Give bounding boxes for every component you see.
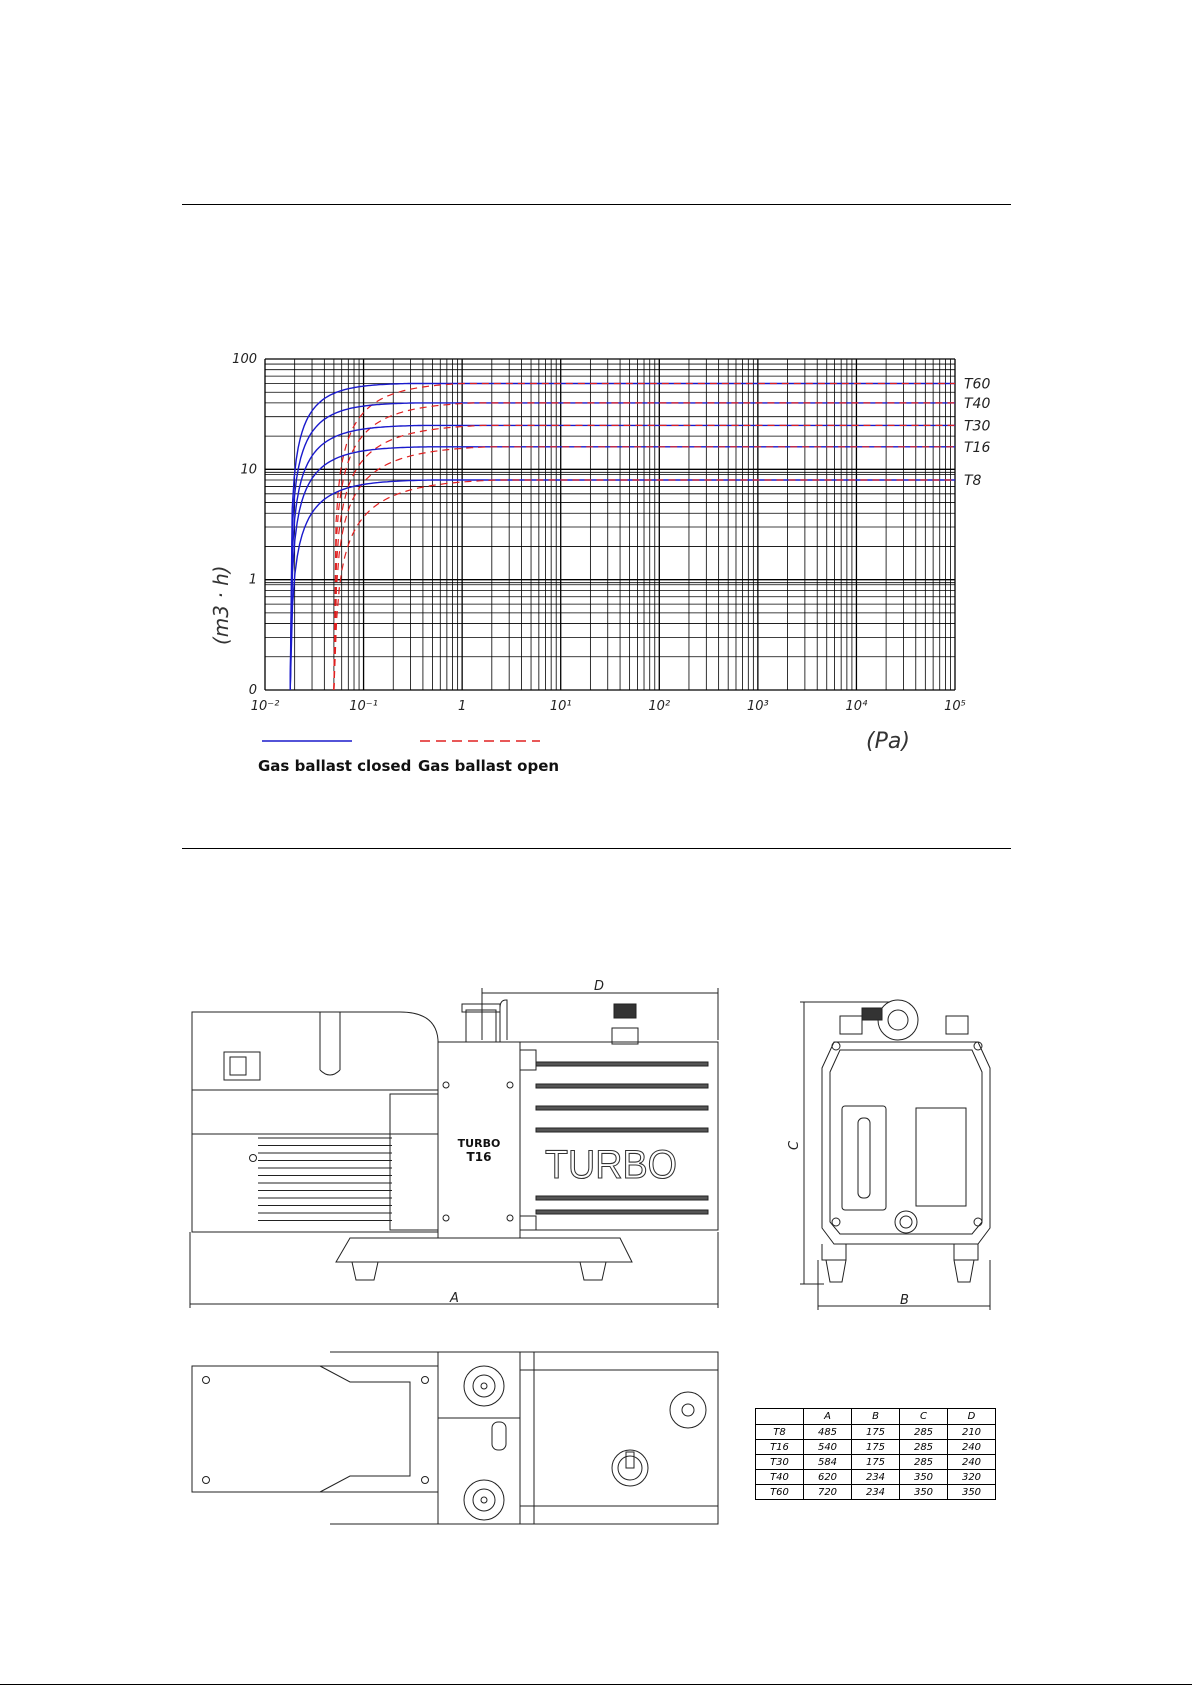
cooling-slot — [536, 1210, 708, 1214]
table-cell: 584 — [804, 1455, 852, 1470]
table-cell: 350 — [900, 1485, 948, 1500]
dimension-d-label: D — [594, 979, 604, 994]
table-cell: T8 — [756, 1425, 804, 1440]
table-cell: T30 — [756, 1455, 804, 1470]
table-cell: 320 — [948, 1470, 996, 1485]
front-brand-label: TURBO — [458, 1137, 501, 1150]
cooling-slot — [536, 1128, 708, 1132]
table-header: D — [948, 1409, 996, 1425]
table-cell: 210 — [948, 1425, 996, 1440]
table-cell: 175 — [852, 1455, 900, 1470]
dimension-a-label: A — [449, 1291, 459, 1306]
table-cell: 485 — [804, 1425, 852, 1440]
table-cell: 620 — [804, 1470, 852, 1485]
cooling-slot — [536, 1084, 708, 1088]
oil-cap-icon — [614, 1004, 636, 1018]
cooling-slot — [536, 1106, 708, 1110]
table-cell: 350 — [948, 1485, 996, 1500]
table-header-row: A B C D — [756, 1409, 996, 1425]
table-header: C — [900, 1409, 948, 1425]
end-view — [800, 1000, 990, 1310]
table-cell: 350 — [900, 1470, 948, 1485]
table-cell: 240 — [948, 1440, 996, 1455]
table-header — [756, 1409, 804, 1425]
table-cell: 285 — [900, 1455, 948, 1470]
front-model-label: T16 — [467, 1150, 492, 1164]
table-cell: 240 — [948, 1455, 996, 1470]
table-cell: T60 — [756, 1485, 804, 1500]
body-logo: TURBO — [545, 1143, 677, 1187]
table-header: A — [804, 1409, 852, 1425]
table-cell: 540 — [804, 1440, 852, 1455]
cooling-slot — [536, 1196, 708, 1200]
table-cell: T16 — [756, 1440, 804, 1455]
table-cell: 285 — [900, 1440, 948, 1455]
dimension-c-label: C — [787, 1140, 802, 1150]
table-header: B — [852, 1409, 900, 1425]
table-cell: T40 — [756, 1470, 804, 1485]
table-cell: 175 — [852, 1440, 900, 1455]
table-cell: 234 — [852, 1485, 900, 1500]
table-cell: 234 — [852, 1470, 900, 1485]
table-cell: 175 — [852, 1425, 900, 1440]
table-cell: 720 — [804, 1485, 852, 1500]
dimension-b-label: B — [900, 1293, 909, 1308]
top-view — [192, 1352, 718, 1524]
table-cell: 285 — [900, 1425, 948, 1440]
cooling-slot — [536, 1062, 708, 1066]
